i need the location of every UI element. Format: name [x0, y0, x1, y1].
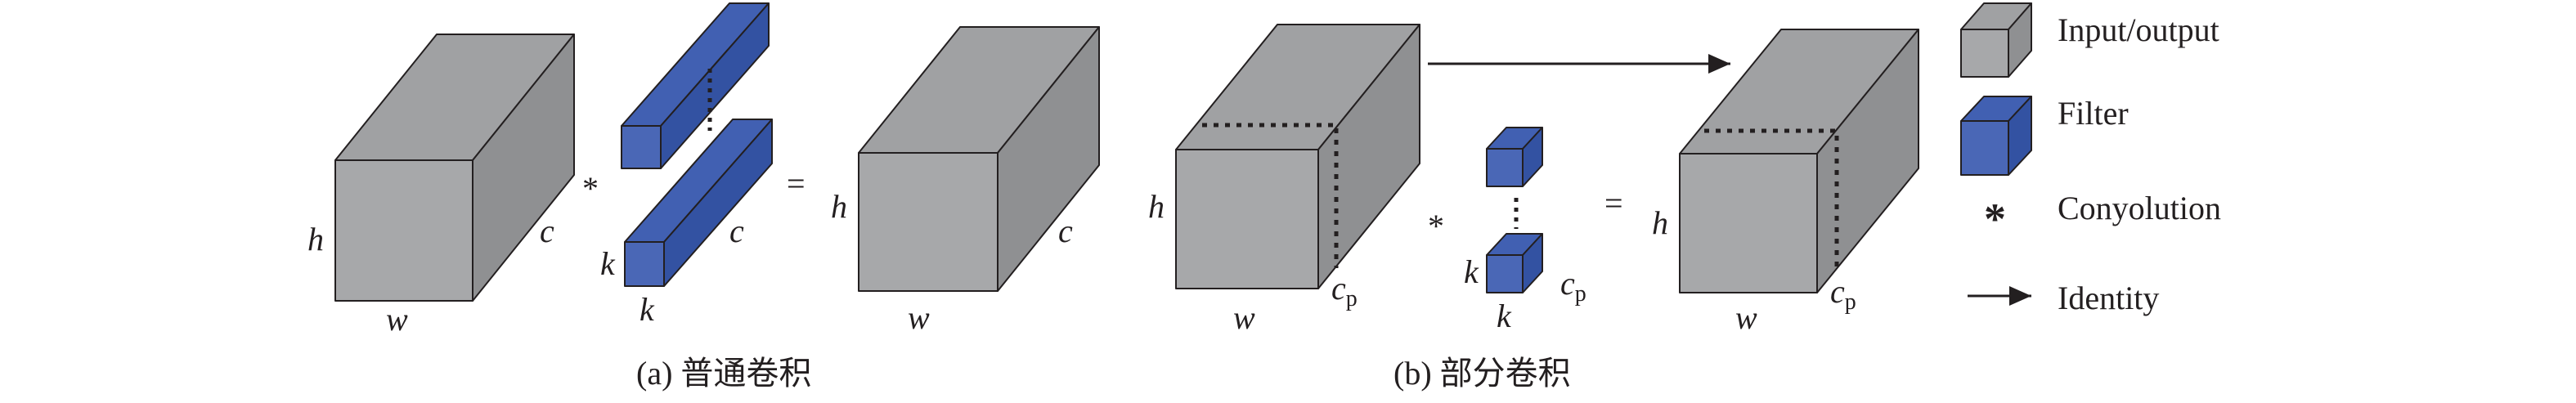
label-w-output-a: w [908, 299, 930, 336]
label-cp-output-b: cp [1830, 273, 1856, 315]
filter-bottom-a [624, 119, 773, 287]
legend-input-output-label: Input/output [2058, 11, 2219, 48]
output-cube-a [858, 26, 1100, 292]
equals-symbol-a: = [787, 165, 806, 202]
label-k-side-b: k [1464, 253, 1479, 290]
label-c-output-a: c [1058, 213, 1073, 249]
input-cube-b [1175, 24, 1420, 289]
conv-symbol-b: * [1428, 208, 1444, 244]
label-cp-input-b: cp [1331, 270, 1358, 311]
small-filter-top-b [1486, 127, 1543, 187]
caption-a: (a) 普通卷积 [636, 355, 811, 392]
label-cp-filter-b: cp [1560, 265, 1586, 307]
label-k-bottom-b: k [1497, 298, 1512, 334]
legend-blue-cube-icon [1960, 96, 2032, 176]
legend-filter-label: Filter [2058, 95, 2129, 132]
label-w-output-b: w [1735, 299, 1757, 336]
label-h-output-a: h [831, 188, 847, 225]
legend-conv-symbol: * [1984, 195, 2006, 244]
output-cube-b [1679, 29, 1919, 293]
equals-symbol-b: = [1604, 185, 1623, 222]
label-k-side-a: k [600, 245, 616, 282]
partial-channel-outline-b [1202, 123, 1339, 268]
label-k-bottom-a: k [640, 291, 655, 328]
small-filter-bottom-b [1486, 233, 1543, 293]
label-w-input-a: w [386, 301, 408, 338]
label-h-output-b: h [1652, 204, 1668, 241]
conv-symbol-a: * [582, 170, 599, 207]
legend-identity-label: Identity [2058, 280, 2159, 316]
input-cube-a [334, 34, 575, 302]
label-c-filter-a: c [729, 213, 744, 249]
label-h-input-a: h [307, 221, 324, 257]
filter-top-a [621, 2, 770, 169]
label-w-input-b: w [1233, 299, 1255, 336]
legend-gray-cube-icon [1960, 2, 2032, 78]
label-h-input-b: h [1148, 188, 1165, 225]
legend-convolution-label: Conyolution [2058, 190, 2221, 226]
caption-b: (b) 部分卷积 [1393, 355, 1571, 392]
label-c-input-a: c [540, 213, 554, 249]
